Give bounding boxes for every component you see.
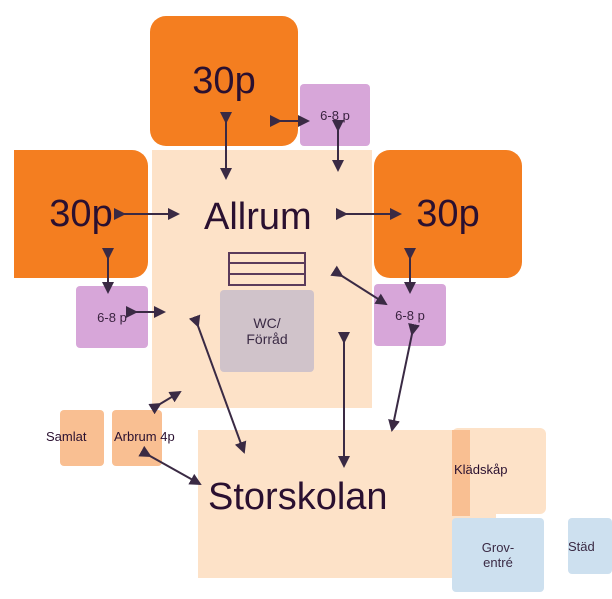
bench-icon [228,252,306,286]
arrow-small-right-storskolan [388,322,420,432]
stad-room: Städ [568,518,612,574]
small-room-top-label: 6-8 p [320,107,350,123]
small-room-right-label: 6-8 p [395,307,425,323]
arrow-allrum-storskolan-diag [188,314,247,454]
allrum-label: Allrum [204,196,312,238]
storskolan-label: Storskolan [208,476,388,518]
small-room-left-label: 6-8 p [97,309,127,325]
kladskap-label: Klädskåp [454,462,508,477]
room-top-label: 30p [192,59,256,102]
arrow-arbrum-allrum [148,390,182,415]
samlat-room [60,410,104,466]
stad-label: Städ [568,538,595,554]
arrow-arbrum-storskolan [138,445,202,485]
grov-entre: Grov- entré [452,518,544,592]
small-room-left: 6-8 p [76,286,148,348]
room-left-label: 30p [49,192,113,235]
arbrum-label: Arbrum 4p [114,429,175,444]
grov-entre-label: Grov- entré [481,540,515,570]
arrow-allrum-small-right [330,265,388,306]
kladskap-strip [452,430,470,516]
wc-storage-label: WC/ Förråd [246,315,288,347]
room-right-label: 30p [416,192,480,235]
samlat-label: Samlat [46,429,87,444]
